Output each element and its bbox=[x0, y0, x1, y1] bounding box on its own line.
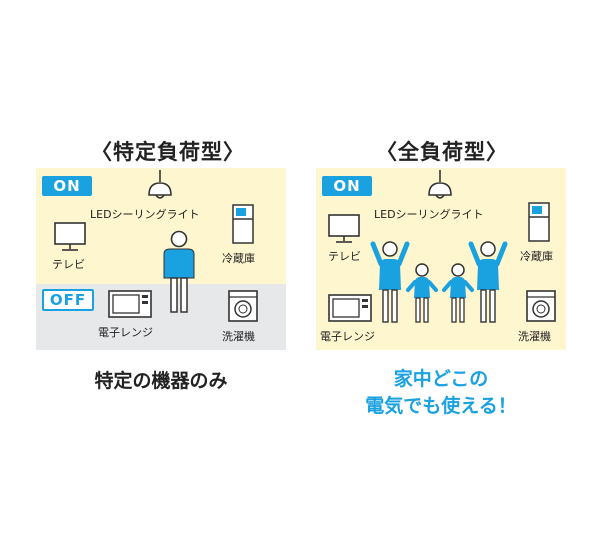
tv-icon bbox=[328, 214, 360, 243]
washer-label: 洗濯機 bbox=[222, 330, 255, 343]
fridge-label: 冷蔵庫 bbox=[222, 252, 255, 265]
on-badge: ON bbox=[42, 176, 92, 196]
led-light-label: LEDシーリングライト bbox=[374, 208, 484, 221]
on-badge: ON bbox=[322, 176, 372, 196]
person-icon bbox=[406, 263, 438, 323]
fridge-icon bbox=[528, 202, 550, 242]
microwave-label: 電子レンジ bbox=[98, 326, 153, 339]
caption-full-load: 家中どこの 電気でも使える！ bbox=[296, 366, 586, 420]
led-light-label: LEDシーリングライト bbox=[90, 208, 200, 221]
person-icon bbox=[468, 241, 508, 323]
tv-icon bbox=[54, 222, 86, 251]
microwave-icon bbox=[108, 290, 152, 318]
title-full-load: 〈全負荷型〉 bbox=[376, 140, 508, 164]
panel-specific-load: ON OFF LEDシーリングライト 冷蔵庫 テレビ 電子レンジ bbox=[36, 168, 286, 350]
person-icon bbox=[442, 263, 474, 323]
caption-line-2: 電気でも使える！ bbox=[365, 395, 517, 417]
caption-specific-load: 特定の機器のみ bbox=[94, 370, 228, 392]
fridge-icon bbox=[232, 204, 254, 244]
ceiling-light-icon bbox=[148, 170, 172, 199]
title-specific-load: 〈特定負荷型〉 bbox=[91, 140, 245, 164]
microwave-label: 電子レンジ bbox=[320, 330, 375, 343]
washer-icon bbox=[228, 290, 258, 322]
person-icon bbox=[163, 230, 195, 313]
off-badge: OFF bbox=[42, 289, 94, 311]
ceiling-light-icon bbox=[428, 170, 452, 199]
washer-icon bbox=[526, 290, 556, 322]
person-icon bbox=[370, 241, 410, 323]
tv-label: テレビ bbox=[328, 250, 361, 263]
microwave-icon bbox=[328, 294, 372, 322]
caption-line-1: 家中どこの bbox=[393, 368, 489, 390]
panel-full-load: ON LEDシーリングライト 冷蔵庫 テレビ bbox=[316, 168, 566, 350]
tv-label: テレビ bbox=[52, 258, 85, 271]
fridge-label: 冷蔵庫 bbox=[520, 250, 553, 263]
washer-label: 洗濯機 bbox=[518, 330, 551, 343]
